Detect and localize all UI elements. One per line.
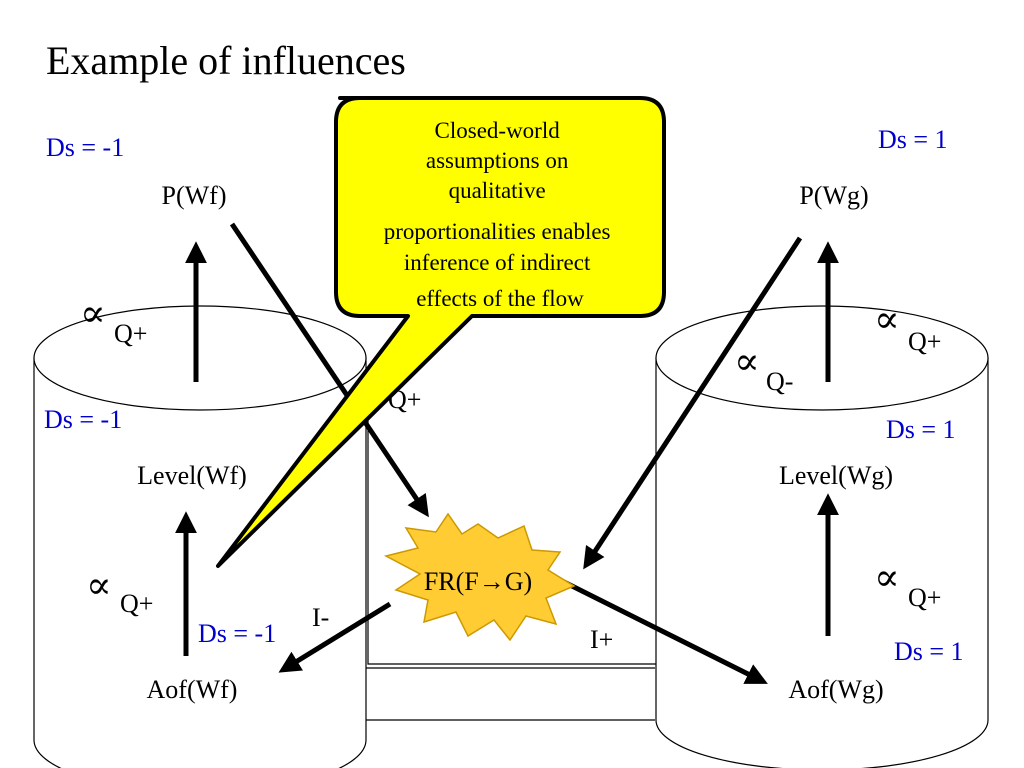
callout-line: proportionalities enables [384,219,611,244]
proportional-symbol: ∝ [80,293,106,335]
aof-wf-label: Aof(Wf) [147,675,238,704]
proportional-symbol: ∝ [86,565,112,607]
arrows [174,222,840,684]
arrow-pwf-to-fr [229,222,429,518]
ds-label-top-right: Ds = 1 [878,125,948,154]
arrow-fr-to-aof-wf [278,601,392,673]
ds-label-bottom-left: Ds = -1 [198,619,276,648]
proportional-symbol: ∝ [734,341,760,383]
i-plus-label: I+ [590,625,613,654]
q-plus-label-center: Q+ [388,385,421,414]
arrow-pwg-to-fr [583,236,803,570]
ds-label-mid-right: Ds = 1 [886,415,956,444]
callout-line: assumptions on [426,148,569,173]
proportional-symbol: ∝ [874,557,900,599]
aof-wg-label: Aof(Wg) [788,675,883,704]
flow-rate-label: FR(F→G) [424,567,532,596]
prop-q-plus-right-top: ∝ Q+ [874,299,941,356]
proportional-symbol: ∝ [874,299,900,341]
ds-label-bottom-right: Ds = 1 [894,637,964,666]
callout-line: inference of indirect [404,250,591,275]
callout-text: Closed-world assumptions on qualitative … [384,118,617,311]
callout-line: Closed-world [435,118,561,143]
ds-label-mid-left: Ds = -1 [44,405,122,434]
flow-rate-burst: FR(F→G) [383,512,576,642]
prop-q-minus-right: ∝ Q- [734,341,793,396]
p-wf-label: P(Wf) [162,181,227,210]
level-wf-label: Level(Wf) [137,461,247,490]
prop-q-plus-left-bottom: ∝ Q+ [86,565,153,618]
callout-line: effects of the flow [416,286,584,311]
q-plus-label: Q+ [908,327,941,356]
prop-q-plus-left-top: ∝ Q+ [80,293,147,348]
arrow-fr-to-aof-wg [554,575,768,684]
i-minus-label: I- [312,603,329,632]
q-plus-label: Q+ [114,319,147,348]
q-plus-label: Q+ [908,583,941,612]
slide-title: Example of influences [46,38,406,83]
prop-q-plus-right-bottom: ∝ Q+ [874,557,941,612]
callout: Closed-world assumptions on qualitative … [216,96,666,568]
q-minus-label: Q- [766,367,793,396]
ds-label-top-left: Ds = -1 [46,133,124,162]
p-wg-label: P(Wg) [799,181,868,210]
q-plus-label: Q+ [120,589,153,618]
level-wg-label: Level(Wg) [779,461,893,490]
callout-line: qualitative [449,178,546,203]
